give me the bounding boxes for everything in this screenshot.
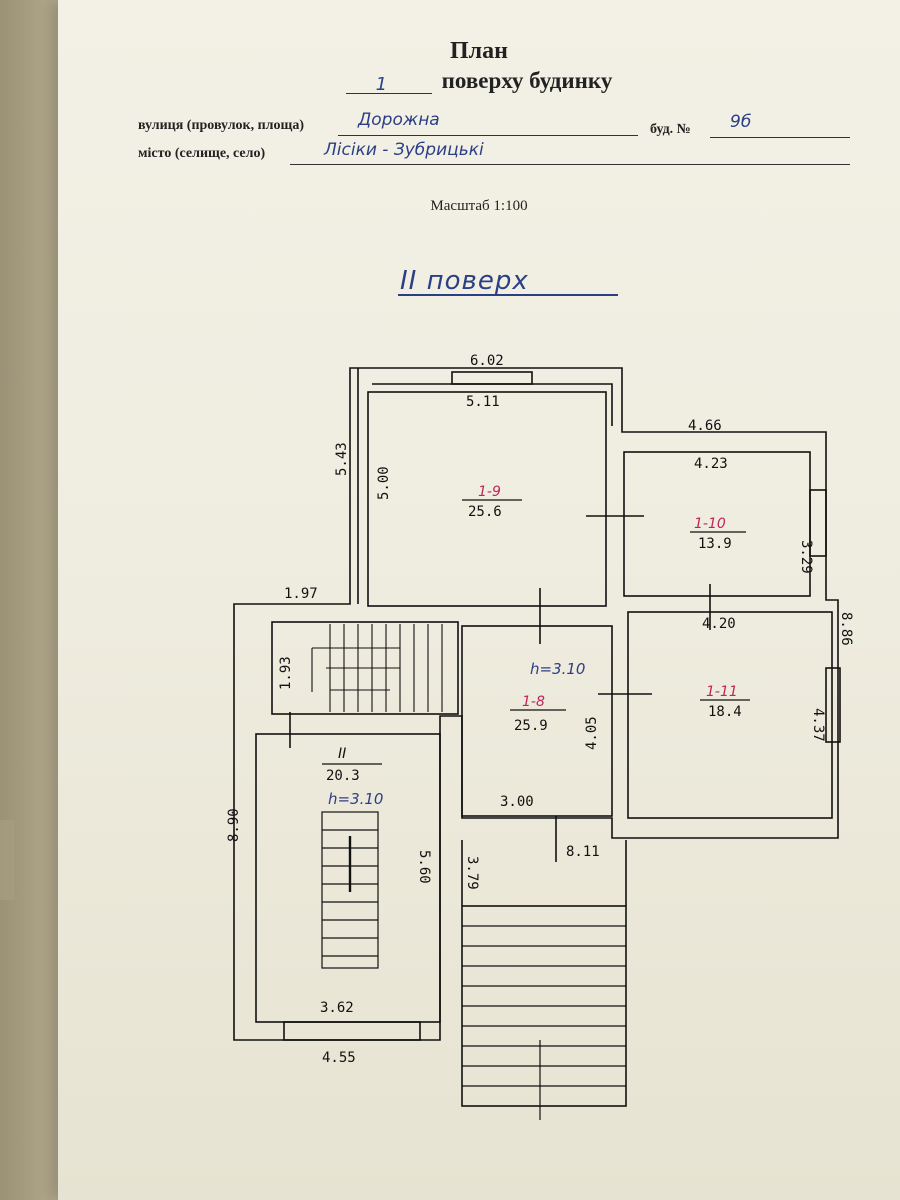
dim-room11-width: 4.20	[702, 616, 736, 632]
dim-room10-height: 3.29	[798, 540, 814, 574]
room-10-id: 1-10	[694, 516, 726, 532]
room-11-outline	[627, 611, 833, 819]
dim-right-step: 4.66	[688, 418, 722, 434]
building-line	[710, 119, 850, 138]
room-11-id: 1-11	[706, 684, 738, 700]
page-fold	[0, 820, 14, 900]
building-value: 9б	[730, 112, 752, 132]
outer-wall-outline	[233, 367, 839, 1041]
floor-heading-underline	[398, 294, 618, 296]
room-9-id: 1-9	[478, 484, 501, 500]
room-8-area: 25.9	[514, 718, 548, 734]
floor-heading: ІІ поверх	[400, 266, 529, 296]
dim-stair-hall-width: 3.62	[320, 1000, 354, 1016]
dim-stair-hall-height: 5.60	[416, 850, 432, 884]
subtitle-text: поверху будинку	[441, 68, 613, 93]
street-line	[338, 117, 638, 136]
page-subtitle: 1 поверху будинку	[58, 68, 900, 95]
room-8-height: h=3.10	[530, 660, 585, 678]
stair-upper-outline	[271, 621, 459, 715]
street-value: Дорожна	[358, 110, 440, 130]
dim-bottom-mid: 8.11	[566, 844, 600, 860]
dim-room9-height: 5.00	[376, 466, 392, 500]
dim-stair-small: 1.93	[278, 656, 294, 690]
dim-stair-right: 3.79	[464, 856, 480, 890]
scale-label: Масштаб 1:100	[430, 198, 528, 214]
floor-number-value: 1	[375, 74, 388, 95]
document-sheet: План 1 поверху будинку вулиця (провулок, …	[58, 0, 900, 1200]
dim-left-offset: 1.97	[284, 586, 318, 602]
street-label: вулиця (провулок, площа)	[138, 118, 305, 133]
dim-room9-width: 5.11	[466, 394, 500, 410]
city-label: місто (селище, село)	[138, 146, 266, 161]
dim-top-width: 6.02	[470, 353, 504, 369]
dim-left-upper: 5.43	[334, 442, 350, 476]
room-9-area: 25.6	[468, 504, 502, 520]
dim-left-total: 8.90	[226, 808, 242, 842]
dim-room10-width: 4.23	[694, 456, 728, 472]
room-II-id: ІІ	[338, 746, 346, 762]
window-top	[451, 371, 533, 385]
room-9-outline	[367, 391, 607, 607]
room-8-id: 1-8	[522, 694, 545, 710]
exterior-stair-treads	[462, 925, 626, 1120]
window-room11	[825, 667, 841, 743]
inner-stair-treads	[321, 811, 379, 969]
room-II-height: h=3.10	[328, 790, 383, 808]
page-title: План	[450, 38, 508, 64]
dim-room8-width: 3.00	[500, 794, 534, 810]
dim-room8-height: 4.05	[584, 716, 600, 750]
window-bottom	[283, 1021, 421, 1041]
room-11-area: 18.4	[708, 704, 742, 720]
building-label: буд. №	[650, 122, 691, 137]
room-II-area: 20.3	[326, 768, 360, 784]
room-8-outline	[461, 625, 613, 817]
dim-right-total: 8.86	[838, 612, 854, 646]
window-room10	[809, 489, 827, 557]
city-value: Лісіки - Зубрицькі	[324, 140, 484, 160]
room-10-area: 13.9	[698, 536, 732, 552]
city-line	[290, 146, 850, 165]
floor-number-field: 1	[345, 74, 432, 95]
upper-stair-treads	[311, 624, 443, 712]
dim-bottom-left: 4.55	[322, 1050, 356, 1066]
dim-room11-height: 4.37	[810, 708, 826, 742]
